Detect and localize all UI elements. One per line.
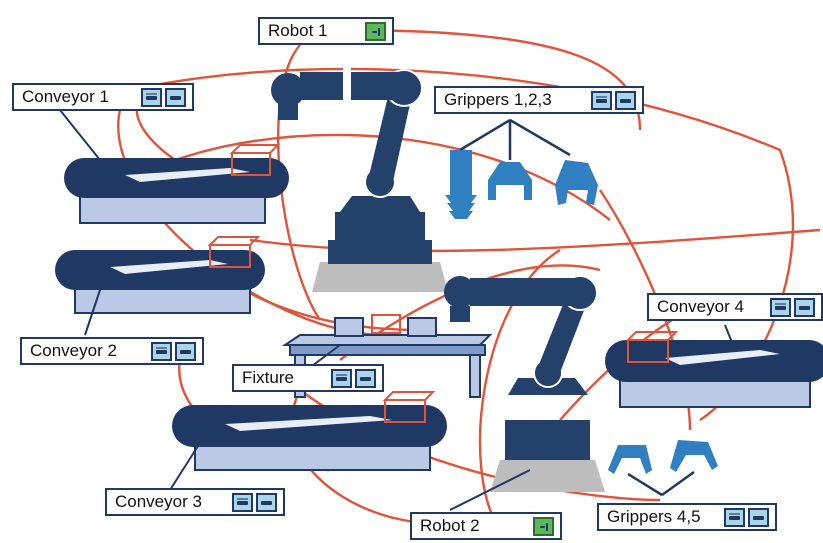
label-conveyor-3[interactable]: Conveyor 3: [105, 488, 285, 516]
label-conveyor-2[interactable]: Conveyor 2: [20, 337, 204, 365]
device-status-icon[interactable]: [724, 507, 745, 527]
label-conveyor-1[interactable]: Conveyor 1: [12, 83, 194, 111]
label-text: Robot 2: [420, 516, 480, 535]
conveyor-4: [605, 331, 823, 408]
device-status-icon[interactable]: [794, 297, 815, 317]
device-status-icon[interactable]: [770, 297, 791, 317]
label-text: Robot 1: [268, 21, 328, 40]
device-status-icon[interactable]: [175, 341, 196, 361]
label-conveyor-4[interactable]: Conveyor 4: [647, 293, 823, 321]
network-link: [79, 67, 795, 421]
label-text: Conveyor 3: [115, 492, 202, 511]
conveyor-3: [172, 391, 447, 471]
device-status-icon[interactable]: [165, 87, 186, 107]
device-status-icon[interactable]: [232, 492, 253, 512]
device-status-icon[interactable]: [355, 368, 376, 388]
label-robot-1[interactable]: Robot 1: [258, 17, 394, 45]
device-status-icon[interactable]: [141, 87, 162, 107]
device-status-icon[interactable]: [256, 492, 277, 512]
network-link: [478, 248, 561, 531]
label-fixture[interactable]: Fixture: [232, 364, 384, 392]
label-text: Conveyor 2: [30, 341, 117, 360]
label-text: Fixture: [242, 368, 294, 387]
network-link: [249, 228, 821, 253]
label-text: Conveyor 4: [657, 297, 744, 316]
label-robot-2[interactable]: Robot 2: [410, 512, 562, 540]
grippers-45: [608, 440, 718, 497]
network-link: [139, 133, 611, 221]
conveyor-1: [64, 144, 289, 224]
label-grippers-123[interactable]: Grippers 1,2,3: [434, 86, 644, 114]
label-text: Grippers 4,5: [607, 507, 701, 526]
device-status-icon[interactable]: [331, 368, 352, 388]
conveyor-2: [55, 236, 265, 314]
grippers-123: [445, 118, 598, 219]
device-status-icon[interactable]: [748, 507, 769, 527]
robot-run-icon[interactable]: [533, 516, 554, 536]
label-text: Conveyor 1: [22, 87, 109, 106]
robot-2: [444, 275, 605, 492]
device-status-icon[interactable]: [615, 90, 636, 110]
device-status-icon[interactable]: [591, 90, 612, 110]
robot-1: [271, 66, 448, 292]
robot-run-icon[interactable]: [365, 21, 386, 41]
label-grippers-45[interactable]: Grippers 4,5: [597, 503, 777, 531]
device-status-icon[interactable]: [151, 341, 172, 361]
label-text: Grippers 1,2,3: [444, 90, 552, 109]
